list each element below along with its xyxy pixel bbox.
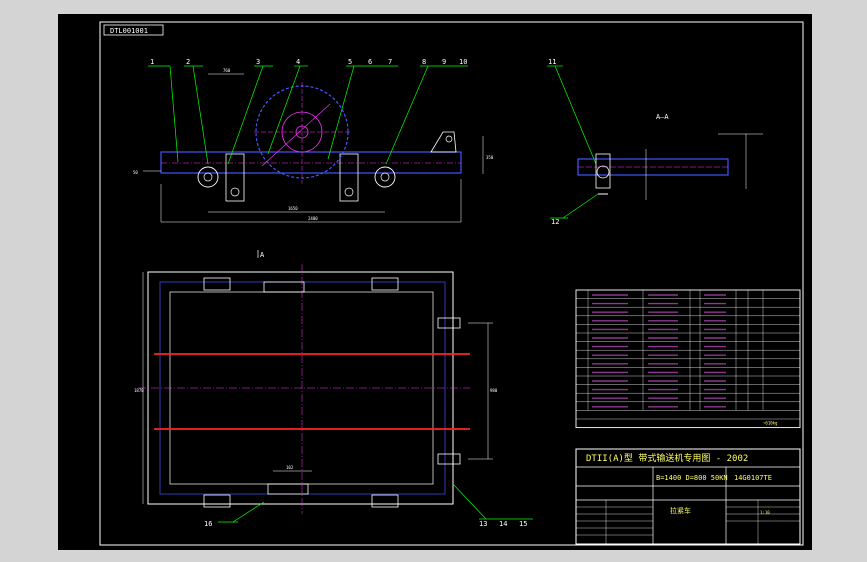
section-arrow-label: A	[260, 251, 265, 259]
right-bracket	[339, 153, 359, 202]
callout-12: 12	[551, 218, 559, 226]
bearing-bl	[203, 494, 231, 508]
clamp-lower	[437, 453, 461, 465]
ear-hole	[445, 135, 453, 143]
sheet-frame	[99, 21, 804, 546]
bolt-right	[344, 187, 354, 197]
drawing-spec: B=1400 D=800 50KN	[656, 474, 728, 482]
callout-leaders-top	[148, 65, 599, 219]
callout-1: 1	[150, 58, 154, 66]
title-block-frame	[575, 448, 801, 545]
callout-leaders-plan	[218, 483, 533, 523]
bolt-left	[230, 187, 240, 197]
callout-15: 15	[519, 520, 527, 528]
bearing-br	[371, 494, 399, 508]
wheel-right-hub	[380, 172, 390, 182]
code-box	[103, 24, 164, 36]
clamp-upper	[437, 317, 461, 329]
callout-2: 2	[186, 58, 190, 66]
dim-height-text: 350	[486, 155, 494, 160]
callout-16: 16	[204, 520, 212, 528]
plan-dim-v-text: 980	[490, 388, 498, 393]
dim-wheelbase-text: 1650	[288, 206, 298, 211]
callout-4: 4	[296, 58, 300, 66]
title-block: DTII(A)型 带式输送机专用图 - 2002 B=1400 D=800 50…	[575, 448, 801, 545]
technical-drawing: DTL001001 2400 1650 760	[99, 21, 804, 546]
total-weight: ~610kg	[763, 421, 778, 426]
bearing-tl	[203, 277, 231, 291]
main-beam	[160, 151, 462, 174]
wheel-left-hub	[203, 172, 213, 182]
plan-dim-left-text: 1870	[134, 388, 144, 393]
callout-6: 6	[368, 58, 372, 66]
callout-11: 11	[548, 58, 556, 66]
dim-top-text: 760	[223, 68, 231, 73]
drawing-code: DTL001001	[110, 27, 148, 35]
drawing-canvas: DTL001001 2400 1650 760	[57, 13, 813, 551]
drawing-scale: 1:10	[760, 510, 770, 515]
parts-list: ~610kg	[575, 289, 801, 429]
callout-3: 3	[256, 58, 260, 66]
drawing-title: DTII(A)型 带式输送机专用图 - 2002	[586, 452, 748, 464]
plan-view: 980 1870 102	[134, 264, 498, 514]
plan-dim-bottom-text: 102	[286, 465, 294, 470]
bearing-tc	[263, 281, 305, 293]
callout-9: 9	[442, 58, 446, 66]
callout-5: 5	[348, 58, 352, 66]
tension-ear	[430, 131, 457, 153]
dim-left-text: 50	[133, 170, 138, 175]
callout-7: 7	[388, 58, 392, 66]
title-grid-lines	[576, 500, 800, 544]
pulley-radius-line	[261, 103, 331, 167]
side-wheel	[596, 165, 610, 179]
callout-8: 8	[422, 58, 426, 66]
bearing-bc	[267, 483, 309, 495]
callout-14: 14	[499, 520, 507, 528]
bearing-tr	[371, 277, 399, 291]
dim-overall-text: 2400	[308, 216, 318, 221]
section-title: A—A	[656, 113, 669, 121]
callout-10: 10	[459, 58, 467, 66]
front-elevation-view: 2400 1650 760 350 50 A	[133, 68, 494, 259]
section-view-a-a: A—A	[577, 113, 763, 200]
wheel-left	[197, 166, 219, 188]
drawing-name: 拉紧车	[670, 506, 691, 515]
side-wheel-box	[595, 153, 611, 189]
callout-13: 13	[479, 520, 487, 528]
wheel-right	[374, 166, 396, 188]
drawing-number: 14G0107TE	[734, 474, 772, 482]
left-bracket	[225, 153, 245, 202]
